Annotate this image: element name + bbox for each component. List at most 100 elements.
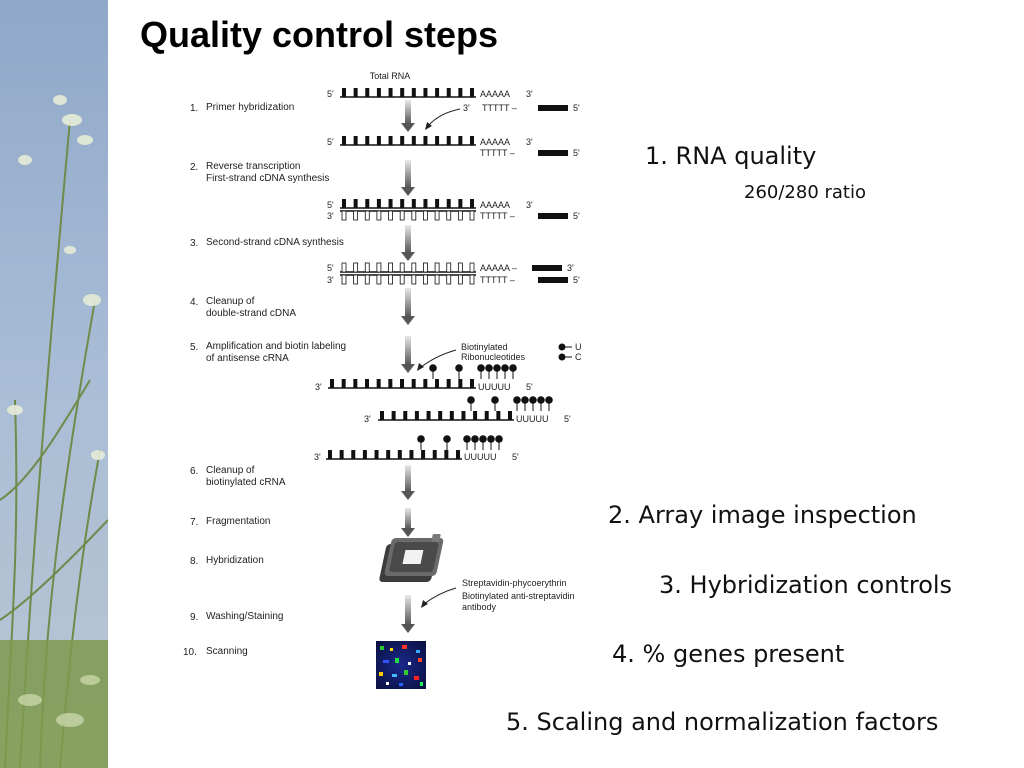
arrow-head	[401, 364, 415, 373]
arrow-shaft	[405, 288, 411, 317]
base-mark	[411, 210, 417, 221]
slide-title: Quality control steps	[140, 14, 499, 55]
step-number: 2.	[190, 162, 198, 173]
curved-pointer-arrows	[419, 108, 461, 605]
qc-item-genes-present: 4. % genes present	[612, 640, 845, 668]
polya-label: AAAAA	[480, 89, 510, 99]
polyu-label: UUUUU	[478, 382, 511, 392]
base-mark	[376, 274, 382, 285]
base-mark	[376, 262, 382, 273]
stain-label: Streptavidin-phycoerythrin	[462, 578, 567, 588]
flow-arrow	[401, 595, 415, 633]
strand	[340, 262, 476, 273]
step-text: Primer hybridization	[206, 102, 294, 113]
step-text: Second-strand cDNA synthesis	[206, 237, 344, 248]
step-text: Scanning	[206, 646, 248, 657]
base-mark	[457, 274, 463, 285]
base-mark	[457, 262, 463, 273]
base-mark	[353, 379, 358, 388]
strand	[340, 210, 476, 221]
base-mark	[470, 136, 474, 145]
stain-label: Biotinylated anti-streptavidin	[462, 591, 575, 601]
base-mark	[508, 411, 512, 420]
strand	[340, 136, 476, 146]
step-text: of antisense cRNA	[206, 353, 289, 364]
end-label: 3'	[526, 89, 533, 99]
base-mark	[374, 450, 379, 459]
arrow-head	[401, 123, 415, 132]
biotin-marker	[417, 435, 425, 443]
end-label: 5'	[564, 414, 571, 424]
base-mark	[435, 379, 439, 388]
primer-bar	[538, 213, 568, 219]
base-mark	[461, 411, 466, 420]
biotin-legend	[558, 343, 572, 361]
base-mark	[388, 262, 393, 273]
total-rna-label: Total RNA	[370, 71, 411, 81]
biotin-marker	[509, 364, 517, 372]
step-text: double-strand cDNA	[206, 308, 296, 319]
base-mark	[364, 210, 370, 221]
base-mark	[458, 88, 463, 97]
end-label: 3'	[314, 452, 321, 462]
base-mark	[444, 450, 449, 459]
polyu-label: UUUUU	[464, 452, 497, 462]
base-mark	[364, 274, 370, 285]
base-mark	[434, 262, 440, 273]
base-mark	[365, 199, 370, 208]
arrow-head	[401, 491, 415, 500]
qc-item-rna-quality: 1. RNA quality	[645, 142, 817, 170]
arrow-shaft	[405, 160, 411, 188]
base-mark	[351, 450, 356, 459]
biotin-marker	[471, 435, 479, 443]
step-label: 7.Fragmentation	[190, 516, 270, 528]
arrow-shaft	[405, 465, 411, 492]
end-label: 3'	[463, 103, 470, 113]
step-label: 3.Second-strand cDNA synthesis	[190, 237, 344, 249]
end-label: 3'	[327, 211, 334, 221]
step-label: 8.Hybridization	[190, 555, 264, 567]
end-label: 3'	[526, 200, 533, 210]
base-mark	[469, 210, 475, 221]
arrow-head	[401, 252, 415, 261]
biotin-marker	[513, 396, 521, 404]
base-mark	[388, 274, 393, 285]
base-mark	[423, 210, 428, 221]
base-mark	[411, 262, 417, 273]
step-number: 4.	[190, 297, 198, 308]
arrow-shaft	[405, 225, 411, 253]
base-mark	[411, 199, 416, 208]
base-mark	[386, 450, 391, 459]
end-label: 5'	[573, 148, 580, 158]
base-mark	[362, 450, 367, 459]
step-number: 8.	[190, 556, 198, 567]
biotin-marker	[495, 435, 503, 443]
primer-bar	[538, 277, 568, 283]
end-label: 5'	[327, 137, 334, 147]
end-label: 3'	[526, 137, 533, 147]
base-mark	[400, 88, 405, 97]
end-label: 5'	[327, 263, 334, 273]
base-mark	[339, 450, 344, 459]
base-mark	[342, 88, 346, 97]
base-mark	[423, 199, 428, 208]
base-mark	[458, 136, 463, 145]
base-mark	[434, 210, 440, 221]
base-mark	[446, 379, 451, 388]
step-text: Cleanup of	[206, 465, 255, 476]
base-mark	[458, 199, 463, 208]
flow-arrow	[401, 465, 415, 500]
decorative-plant-photo	[0, 0, 108, 768]
base-mark	[470, 379, 474, 388]
base-mark	[411, 379, 416, 388]
end-label: 5'	[526, 382, 533, 392]
qc-item-rna-quality-subtext: 260/280 ratio	[744, 182, 867, 203]
base-mark	[423, 262, 428, 273]
biotin-marker	[467, 396, 475, 404]
base-mark	[353, 274, 359, 285]
qc-item-array-image-inspection: 2. Array image inspection	[608, 501, 917, 529]
biotin-marker	[477, 364, 485, 372]
flow-arrow	[401, 100, 415, 132]
step-label: 9.Washing/Staining	[190, 611, 283, 623]
